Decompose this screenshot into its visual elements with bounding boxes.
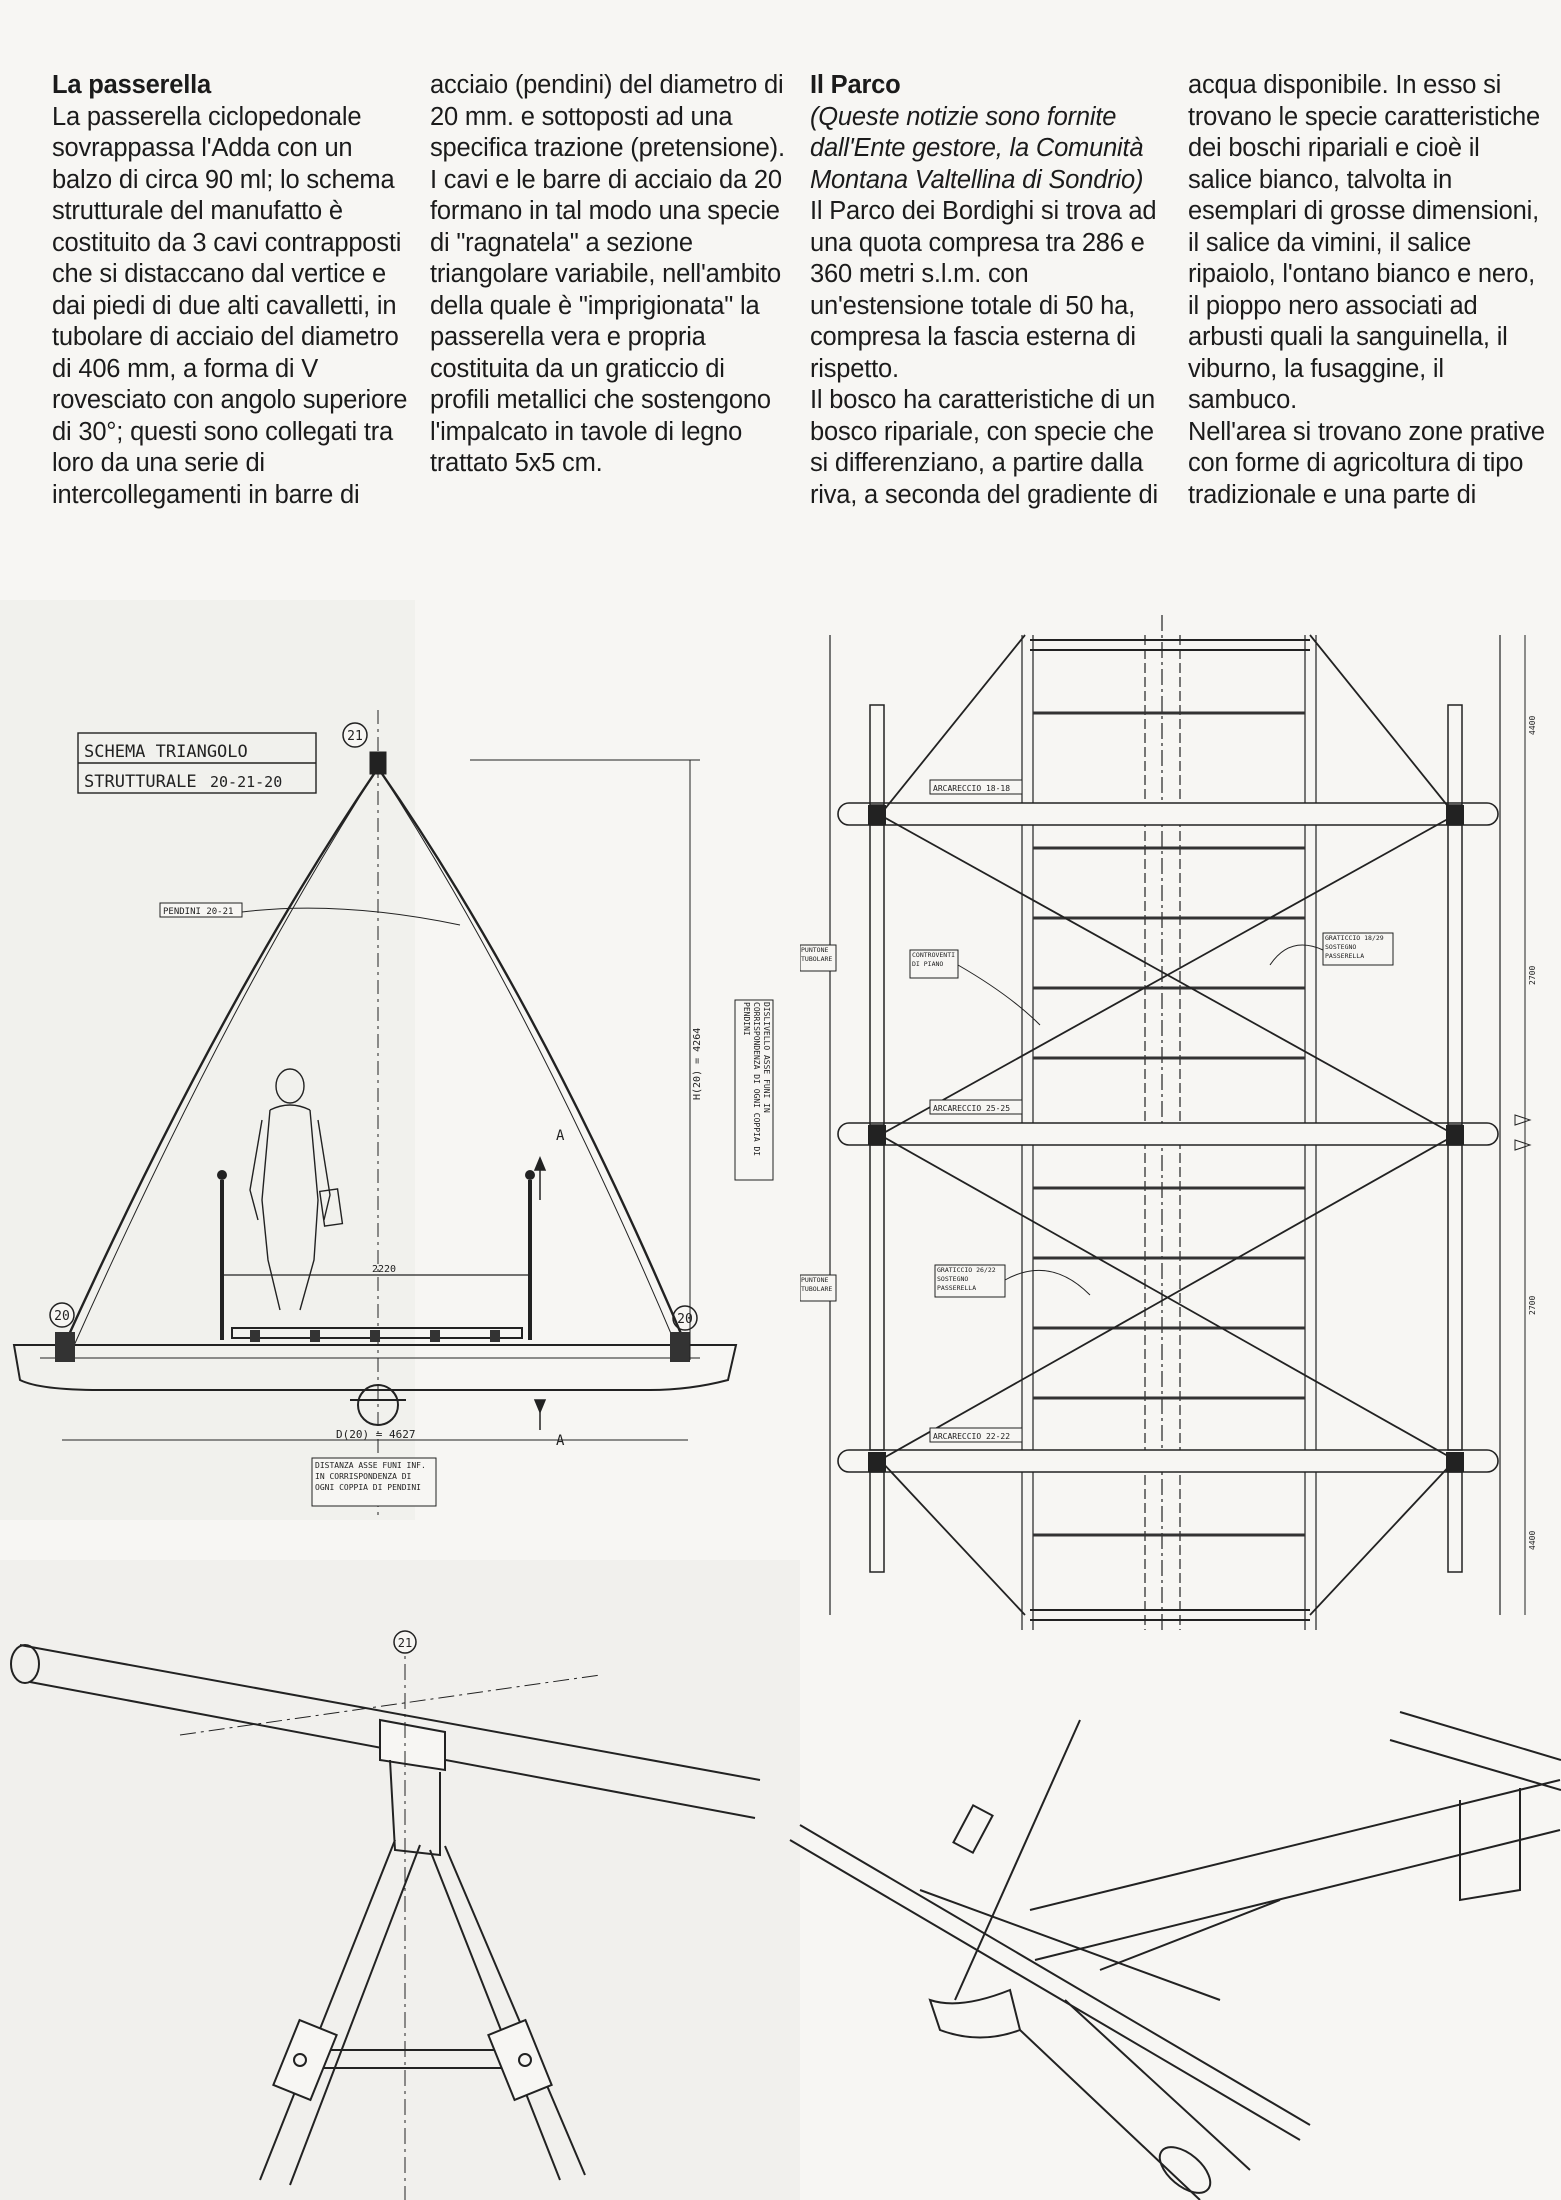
pendini-label: PENDINI 20-21 [163, 907, 233, 917]
drawing-subtitle: STRUTTURALE [84, 772, 197, 792]
scan-panel [0, 600, 415, 1520]
trestle-leg-right [429, 1845, 586, 2181]
vertical-rod [954, 1719, 1081, 2001]
height-dimension: H(20) = 4264 [692, 1028, 703, 1100]
paragraph: acciaio (pendini) del diametro di 20 mm.… [430, 71, 785, 162]
dimension: 2700 [1528, 966, 1537, 985]
puntone-label-bot: PUNTONE TUBOLARE [801, 1276, 833, 1293]
node-label-right: 20 [677, 1312, 693, 1327]
text-column-2: acciaio (pendini) del diametro di 20 mm.… [430, 70, 790, 480]
arcareccio-tube-top [837, 802, 1499, 826]
dimension: 2700 [1528, 1296, 1537, 1315]
deck-beam-3d [1029, 1779, 1561, 1961]
text-column-3: Il Parco (Queste notizie sono fornite da… [810, 70, 1170, 511]
diagonal-member [789, 1824, 1311, 2141]
drawing-refs: 20-21-20 [210, 773, 282, 791]
paragraph: Il bosco ha caratteristiche di un bosco … [810, 386, 1158, 509]
plan-drawing: ARCARECCIO 18-18 ARCARECCIO 25-25 ARCARE… [800, 615, 1561, 1635]
text-column-1: La passerella La passerella ciclopedonal… [52, 70, 412, 511]
paragraph: Il Parco dei Bordighi si trova ad una qu… [810, 197, 1157, 383]
trestle-crossbar [319, 2049, 521, 2069]
person-figure [249, 1068, 344, 1311]
section-heading: La passerella [52, 71, 212, 99]
paragraph: acqua disponibile. In esso si trovano le… [1188, 71, 1540, 414]
perspective-apex-drawing: 21 [0, 1620, 780, 2200]
node-label-top: 21 [347, 729, 363, 744]
deck-beam [12, 1344, 738, 1391]
paragraph: La passerella ciclopedonale sovrappassa … [52, 102, 408, 509]
side-note: DISLIVELLO ASSE FUNI IN CORRISPONDENZA D… [742, 1002, 771, 1157]
text-column-4: acqua disponibile. In esso si trovano le… [1188, 70, 1548, 511]
dimension: 4400 [1528, 1531, 1537, 1550]
arcareccio-tube-bot [837, 1449, 1499, 1473]
left-cable [60, 767, 379, 1351]
section-heading: Il Parco [810, 71, 901, 99]
node-label-apex: 21 [398, 1636, 412, 1650]
paragraph: Nell'area si trovano zone prative con fo… [1188, 417, 1545, 509]
base-dimension: D(20) = 4627 [336, 1428, 415, 1441]
drawing-title: SCHEMA TRIANGOLO [84, 742, 248, 762]
main-tube [1019, 1999, 1251, 2200]
section-mark-top: A [556, 1128, 565, 1144]
dimension: 4400 [1528, 716, 1537, 735]
width-dimension: 2220 [372, 1264, 396, 1275]
cross-section-drawing: SCHEMA TRIANGOLO STRUTTURALE 20-21-20 21… [0, 700, 780, 1520]
node-label-left: 20 [54, 1309, 70, 1324]
source-note: (Queste notizie sono fornite dall'Ente g… [810, 102, 1144, 194]
section-mark-bottom: A [556, 1433, 565, 1449]
paragraph: I cavi e le barre di acciaio da 20 forma… [430, 165, 782, 478]
controventi-label: CONTROVENTI DI PIANO [912, 951, 956, 968]
arcareccio-tube-mid [837, 1122, 1499, 1146]
trestle-leg-left [259, 1839, 421, 2186]
arcareccio-label-bot: ARCARECCIO 22-22 [933, 1432, 1010, 1441]
pipe-section [357, 1384, 399, 1426]
graticcio-label-bot: GRATICCIO 26/22 SOSTEGNO PASSERELLA [937, 1266, 996, 1292]
perspective-joint-drawing [780, 1700, 1561, 2200]
bottom-note: DISTANZA ASSE FUNI INF. IN CORRISPONDENZ… [315, 1461, 426, 1492]
puntone-label-top: PUNTONE TUBOLARE [801, 946, 833, 963]
right-cable [377, 767, 690, 1351]
arcareccio-label-top: ARCARECCIO 18-18 [933, 784, 1010, 793]
arcareccio-label-mid: ARCARECCIO 25-25 [933, 1104, 1010, 1113]
graticcio-label-top: GRATICCIO 18/29 SOSTEGNO PASSERELLA [1325, 934, 1384, 960]
